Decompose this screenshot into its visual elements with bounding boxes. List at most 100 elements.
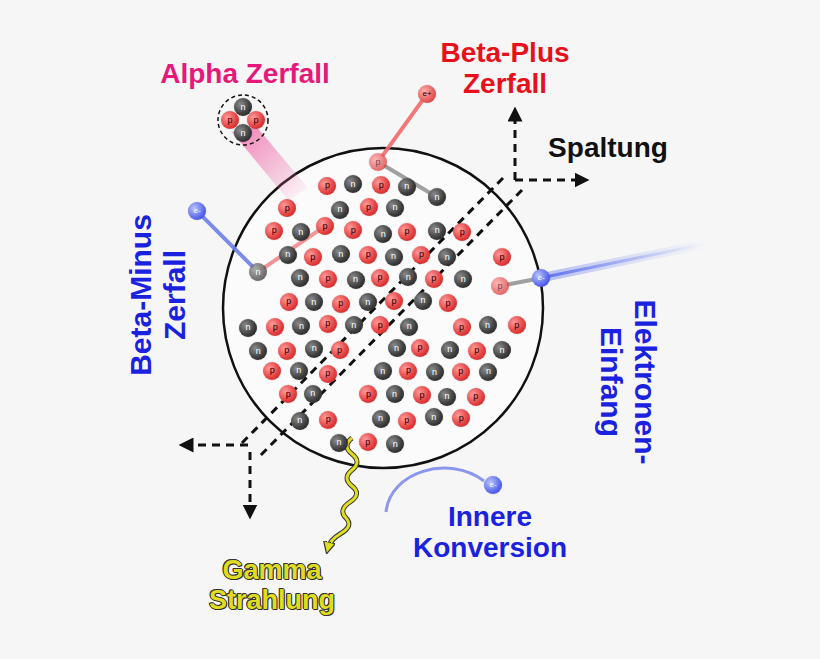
proton-particle: p (491, 277, 509, 295)
particle-letter: n (299, 322, 304, 331)
neutron-particle: n (385, 248, 403, 266)
particle-letter: n (381, 230, 386, 239)
particle-letter: n (312, 344, 317, 353)
neutron-particle: n (279, 246, 297, 264)
process-label: Innere Konversion (395, 501, 585, 564)
neutron-particle: n (249, 263, 267, 281)
particle-letter: p (514, 321, 519, 330)
particle-letter: p (325, 274, 330, 283)
proton-particle: p (508, 316, 526, 334)
neutron-particle: n (304, 385, 322, 403)
particle-letter: p (431, 274, 436, 283)
particle-letter: p (497, 282, 502, 291)
particle-letter: p (326, 415, 331, 424)
particle-letter: n (350, 180, 355, 189)
particle-letter: p (379, 181, 384, 190)
particle-letter: n (420, 296, 425, 305)
proton-particle: p (266, 318, 284, 336)
proton-particle: p (385, 292, 403, 310)
proton-particle: p (279, 385, 297, 403)
particle-letter: e- (537, 274, 544, 282)
proton-particle: p (344, 221, 362, 239)
proton-particle: p (411, 339, 429, 357)
proton-particle: p (319, 315, 337, 333)
neutron-particle: n (374, 362, 392, 380)
particle-letter: n (407, 322, 412, 331)
neutron-particle: n (347, 271, 365, 289)
neutron-particle: n (291, 412, 309, 430)
particle-letter: n (297, 416, 302, 425)
neutron-particle: n (331, 201, 349, 219)
proton-particle: p (468, 342, 486, 360)
alpha-trail (232, 126, 308, 200)
particle-letter: p (418, 343, 423, 352)
neutron-particle: n (234, 124, 252, 142)
proton-particle: p (452, 363, 470, 381)
neutron-particle: n (290, 362, 308, 380)
neutron-particle: n (291, 269, 309, 287)
neutron-particle: n (454, 270, 472, 288)
neutron-particle: n (400, 318, 418, 336)
particle-letter: p (499, 253, 504, 262)
proton-particle: p (359, 246, 377, 264)
particle-letter: p (406, 366, 411, 375)
proton-particle: p (372, 176, 390, 194)
particle-letter: n (393, 440, 398, 449)
electron-capture-trail (550, 244, 705, 276)
particle-letter: n (353, 275, 358, 284)
neutron-particle: n (426, 363, 444, 381)
particle-letter: n (435, 226, 440, 235)
proton-particle: p (452, 409, 470, 427)
neutron-particle: n (372, 410, 390, 428)
particle-letter: e- (489, 481, 496, 489)
process-label: Beta-Plus Zerfall (420, 37, 590, 100)
particle-letter: p (446, 299, 451, 308)
proton-particle: p (319, 411, 337, 429)
particle-letter: n (255, 268, 260, 277)
particle-letter: n (338, 250, 343, 259)
proton-particle: p (398, 412, 416, 430)
proton-particle: p (439, 294, 457, 312)
particle-letter: p (460, 228, 465, 237)
proton-particle: p (398, 223, 416, 241)
neutron-particle: n (330, 434, 348, 452)
proton-particle: p (304, 248, 322, 266)
proton-particle: p (332, 295, 350, 313)
particle-letter: n (311, 298, 316, 307)
process-label: Alpha Zerfall (115, 58, 375, 89)
electron-particle: e- (484, 476, 502, 494)
particle-letter: n (406, 273, 411, 282)
particle-letter: e- (193, 207, 200, 215)
proton-particle: p (369, 153, 387, 171)
particle-letter: p (325, 369, 330, 378)
particle-letter: n (298, 228, 303, 237)
proton-particle: p (371, 316, 389, 334)
proton-particle: p (316, 217, 334, 235)
nucleus-outline (223, 148, 543, 468)
proton-particle: p (412, 246, 430, 264)
neutron-particle: n (386, 199, 404, 217)
neutron-particle: n (438, 388, 456, 406)
particle-letter: n (445, 392, 450, 401)
particle-letter: n (337, 438, 342, 447)
neutron-particle: n (386, 435, 404, 453)
alpha-particle-outline (218, 95, 268, 145)
gamma-wave (328, 438, 357, 548)
particle-letter: n (499, 346, 504, 355)
decay-connector (203, 217, 251, 265)
proton-particle: p (331, 341, 349, 359)
particle-letter: n (394, 344, 399, 353)
particle-letter: n (296, 366, 301, 375)
neutron-particle: n (239, 319, 257, 337)
proton-particle: p (453, 318, 471, 336)
neutron-particle: n (441, 341, 459, 359)
particle-letter: p (459, 323, 464, 332)
neutron-particle: n (428, 222, 446, 240)
particle-letter: p (473, 392, 478, 401)
particle-letter: n (240, 103, 245, 112)
particle-letter: p (284, 346, 289, 355)
particle-letter: p (378, 273, 383, 282)
particle-letter: n (447, 345, 452, 354)
particle-letter: p (365, 438, 370, 447)
neutron-particle: n (425, 408, 443, 426)
